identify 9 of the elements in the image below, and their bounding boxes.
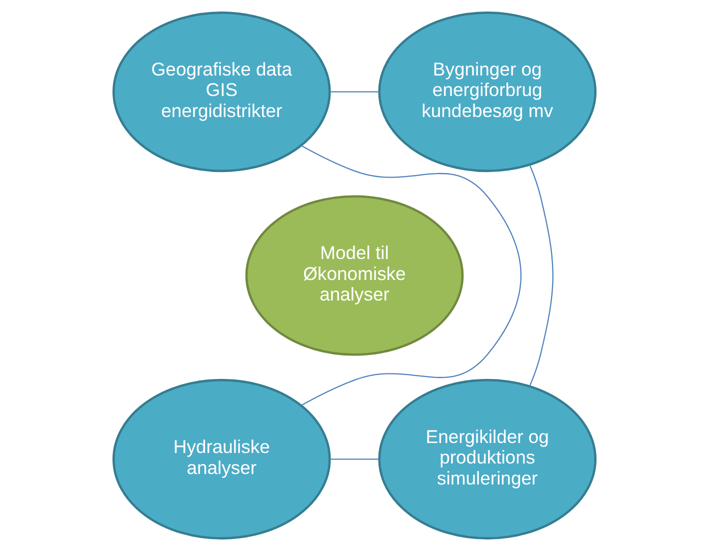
connector [528, 164, 553, 386]
node-ellipse: Geografiske data GIS energidistrikter [112, 12, 330, 172]
connector [300, 145, 521, 406]
connector [330, 458, 379, 460]
node-ellipse: Bygninger og energiforbrug kundebesøg mv [378, 12, 596, 172]
node-ellipse: Energikilder og produktions simuleringer [378, 378, 596, 540]
connector [330, 91, 379, 92]
node-ellipse: Model til Økonomiske analyser [244, 195, 464, 356]
node-ellipse: Hydrauliske analyser [112, 378, 330, 540]
